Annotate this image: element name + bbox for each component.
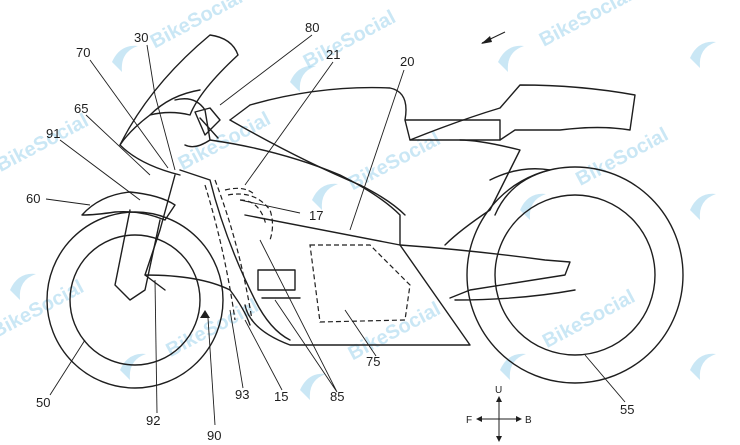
axis-front-label: F [466, 415, 472, 426]
label-93: 93 [235, 387, 249, 402]
reference-numerals: 30 80 70 21 20 65 91 60 17 50 92 93 15 8… [26, 20, 634, 443]
watermark-logo [10, 273, 36, 300]
leader-lines [45, 34, 626, 426]
watermark-text: BikeSocial [0, 110, 92, 177]
direction-arrow-top [481, 31, 506, 44]
watermark-text: BikeSocial [300, 6, 400, 73]
leader-92 [154, 279, 158, 414]
watermark-text: BikeSocial [539, 286, 639, 353]
leader-80 [219, 34, 313, 106]
watermark-layer: BikeSocial BikeSocial BikeSocial BikeSoc… [0, 0, 716, 400]
label-91: 91 [46, 126, 60, 141]
axis-back-label: B [525, 415, 532, 426]
label-30: 30 [134, 30, 148, 45]
watermark-logo [120, 353, 146, 380]
label-75: 75 [366, 354, 380, 369]
label-65: 65 [74, 101, 88, 116]
leader-55 [584, 354, 626, 403]
label-17: 17 [309, 208, 323, 223]
fuel-tank [209, 104, 406, 246]
direction-arrow-front [200, 310, 210, 318]
label-15: 15 [274, 389, 288, 404]
label-60: 60 [26, 191, 40, 206]
axis-indicator: U F B [466, 385, 532, 442]
label-85: 85 [330, 389, 344, 404]
watermark-logo [290, 65, 316, 92]
leader-17 [239, 199, 301, 214]
label-20: 20 [400, 54, 414, 69]
leader-90 [207, 317, 216, 426]
watermark-logo [112, 45, 138, 72]
watermark-text: BikeSocial [572, 124, 672, 191]
watermark-logo [500, 353, 526, 380]
label-90: 90 [207, 428, 221, 443]
label-55: 55 [620, 402, 634, 417]
air-duct [204, 179, 411, 323]
leader-15 [244, 319, 283, 391]
watermark-text: BikeSocial [536, 0, 636, 51]
leader-60 [45, 198, 91, 206]
label-70: 70 [76, 45, 90, 60]
watermark-logo [498, 45, 524, 72]
leader-91 [59, 139, 141, 201]
rear-body [249, 84, 636, 301]
label-80: 80 [305, 20, 319, 35]
leader-75 [344, 309, 377, 357]
label-50: 50 [36, 395, 50, 410]
watermark-logo [690, 353, 716, 380]
leader-70 [89, 59, 169, 169]
rear-wheel [466, 166, 684, 384]
leader-30 [146, 44, 176, 171]
watermark-logo [690, 193, 716, 220]
leader-20 [349, 69, 405, 231]
front-fender [81, 191, 251, 326]
leader-21 [244, 61, 334, 186]
label-92: 92 [146, 413, 160, 428]
watermark-logo [520, 193, 546, 220]
watermark-logo [690, 41, 716, 68]
lower-fairing [244, 214, 471, 346]
leader-50 [49, 339, 86, 396]
axis-up-label: U [495, 385, 502, 396]
watermark-text: BikeSocial [163, 295, 263, 362]
watermark-logo [300, 373, 326, 400]
leader-93 [229, 309, 244, 389]
leader-85 [259, 239, 338, 393]
label-21: 21 [326, 47, 340, 62]
watermark-logo [312, 183, 338, 210]
leader-65 [85, 114, 151, 176]
front-fairing [119, 34, 291, 341]
